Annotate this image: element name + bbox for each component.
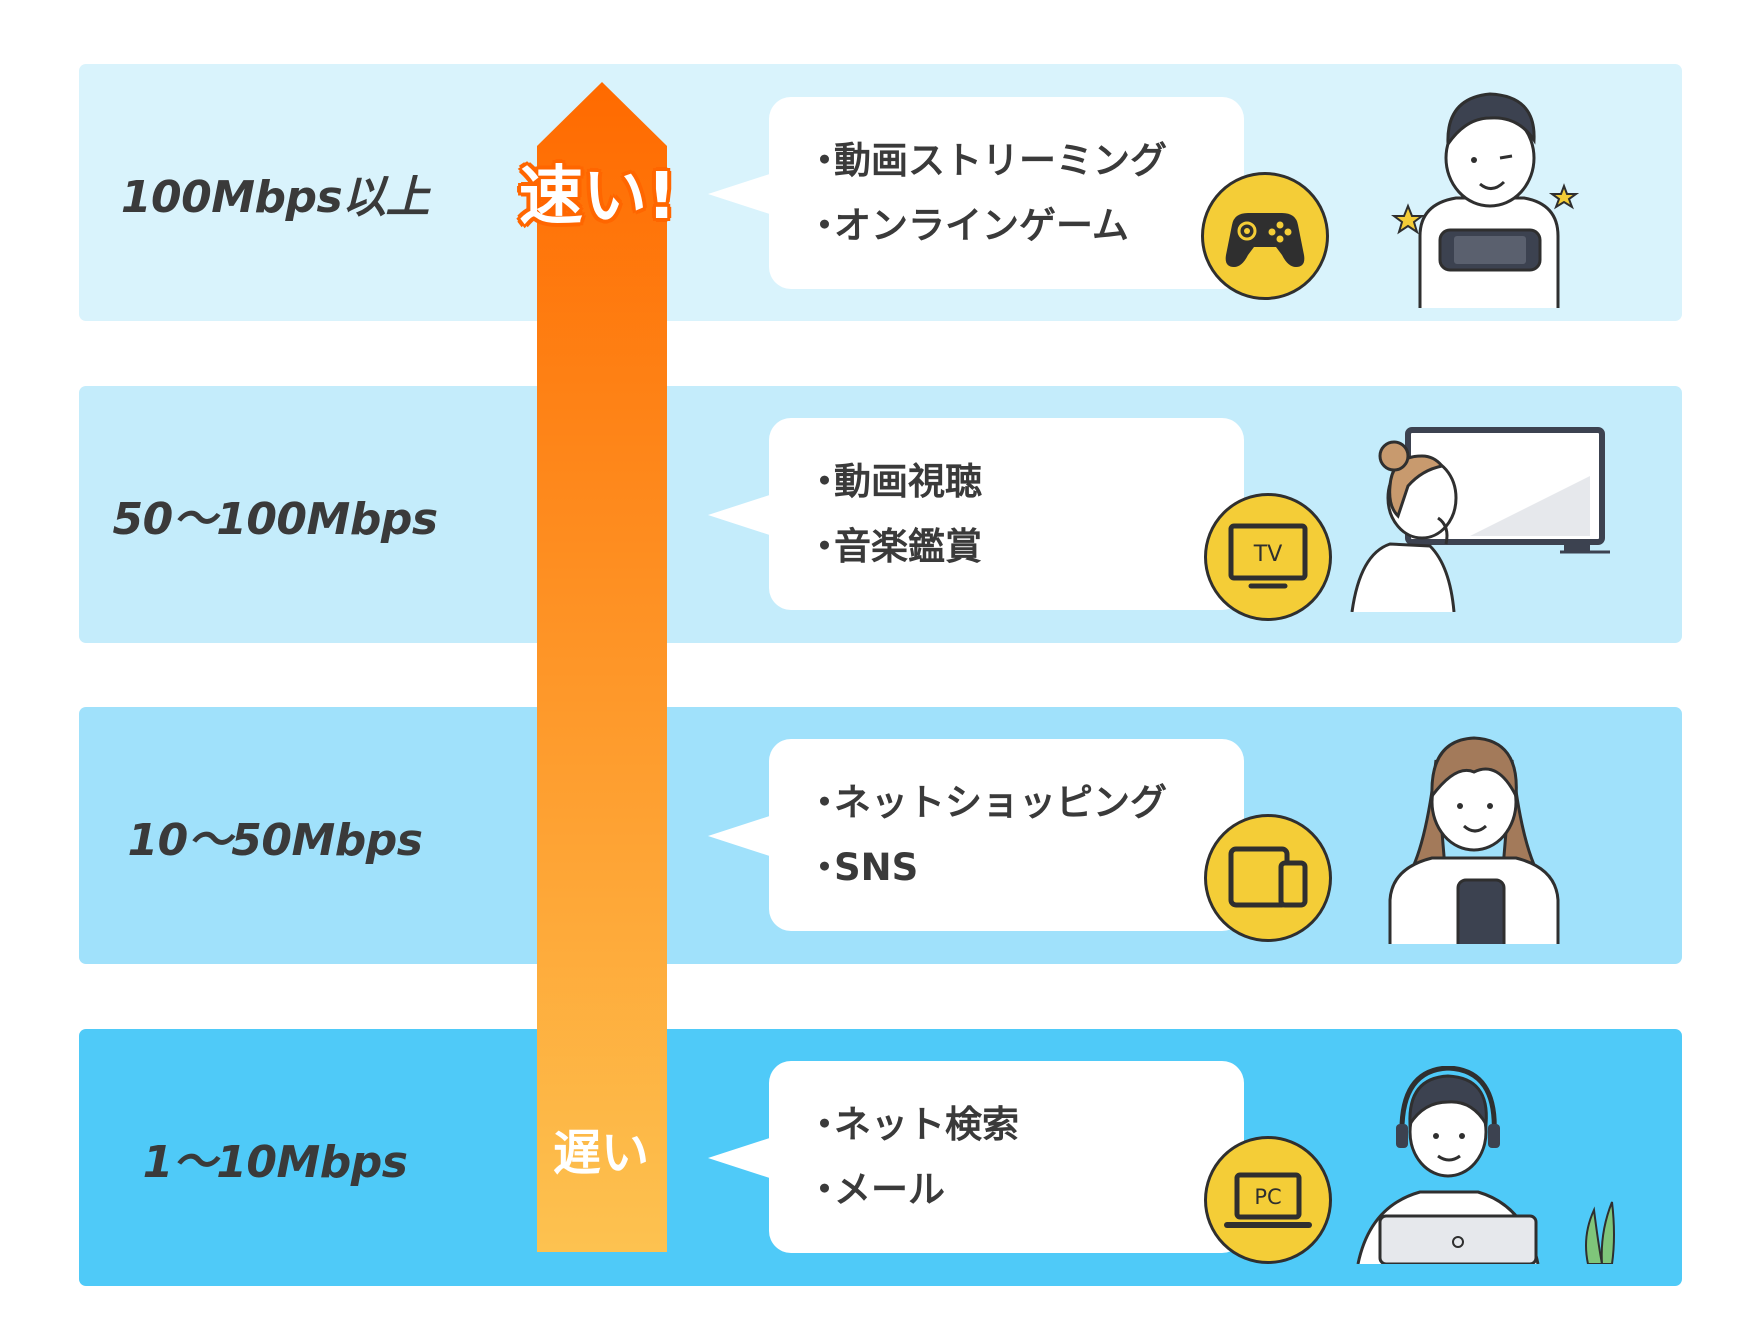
speed-arrow	[537, 82, 667, 1252]
laptop-icon: PC	[1204, 1136, 1332, 1264]
laptop-icon-label: PC	[1254, 1185, 1281, 1209]
use-bubble-tier-3	[769, 739, 1244, 931]
pc-user-person-illustration	[1356, 1066, 1615, 1264]
use-list-tier-1: ・動画ストリーミング ・オンラインゲーム	[806, 128, 1167, 258]
use-bubble-tier-4	[769, 1061, 1244, 1253]
bubble-tail-tier-1	[708, 168, 788, 220]
use-bubble-tier-2	[769, 418, 1244, 610]
use-list-tier-2: ・動画視聴 ・音楽鑑賞	[806, 449, 982, 579]
tablet-phone-icon	[1204, 814, 1332, 942]
bubble-tail-tier-2	[708, 489, 788, 541]
speed-label-tier-4: 1〜10Mbps	[142, 1136, 408, 1188]
use-list-tier-4: ・ネット検索 ・メール	[806, 1092, 1019, 1222]
list-item: ・動画ストリーミング	[806, 139, 1167, 182]
slow-label: 遅い	[553, 1125, 650, 1181]
tv-viewer-person-illustration	[1350, 427, 1610, 612]
bubble-tail-tier-4	[708, 1132, 788, 1184]
gamepad-icon	[1201, 172, 1329, 300]
speed-label-tier-3: 10〜50Mbps	[127, 814, 423, 866]
list-item: ・オンラインゲーム	[806, 204, 1129, 247]
speed-label-tier-1: 100Mbps以上	[120, 171, 430, 223]
list-item: ・ネットショッピング	[806, 781, 1167, 824]
list-item: ・メール	[806, 1168, 945, 1211]
list-item: ・SNS	[806, 846, 919, 889]
list-item: ・動画視聴	[806, 460, 982, 503]
gamer-person-illustration	[1391, 92, 1580, 308]
bubble-tail-tier-3	[708, 810, 788, 862]
fast-label: 速い!	[519, 160, 677, 234]
list-item: ・音楽鑑賞	[806, 525, 982, 568]
use-bubble-tier-1	[769, 97, 1244, 289]
list-item: ・ネット検索	[806, 1103, 1019, 1146]
tv-icon: TV	[1204, 493, 1332, 621]
tv-icon-label: TV	[1253, 542, 1283, 567]
shopper-person-illustration	[1388, 736, 1560, 944]
speed-label-tier-2: 50〜100Mbps	[112, 493, 438, 545]
use-list-tier-3: ・ネットショッピング ・SNS	[806, 770, 1167, 900]
